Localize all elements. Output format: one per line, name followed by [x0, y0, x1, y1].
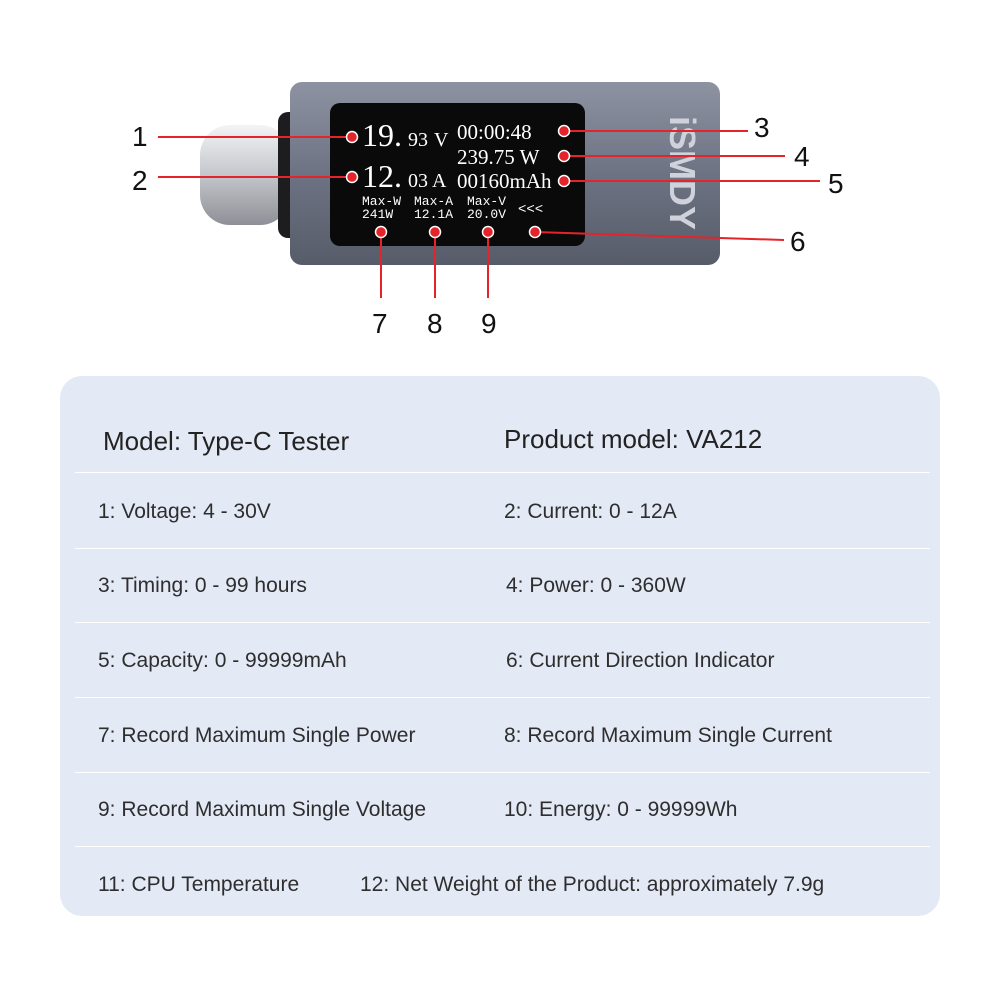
spec-item-timing: 3: Timing: 0 - 99 hours — [98, 574, 307, 597]
callout-dot-7 — [374, 225, 388, 239]
callout-dot-9 — [481, 225, 495, 239]
callout-number-5: 5 — [828, 168, 844, 199]
callout-number-1: 1 — [132, 121, 148, 152]
spec-item-direction: 6: Current Direction Indicator — [506, 649, 775, 672]
callout-dot-8 — [428, 225, 442, 239]
callout-number-9: 9 — [481, 308, 497, 339]
spec-item-capacity: 5: Capacity: 0 - 99999mAh — [98, 649, 347, 672]
row-divider — [75, 548, 930, 549]
callout-dot-5 — [557, 174, 571, 188]
max-a-label: Max-A — [414, 194, 454, 209]
current-main: 12. — [362, 158, 402, 194]
row-divider — [75, 697, 930, 698]
callout-line-6 — [534, 231, 785, 241]
model-label: Model: Type-C Tester — [103, 426, 350, 456]
timer-readout: 00:00:48 — [457, 120, 532, 144]
callout-dot-2 — [345, 170, 359, 184]
callout-dot-4 — [557, 149, 571, 163]
spec-card: Model: Type-C Tester Product model: VA21… — [60, 376, 940, 916]
direction-indicator: <<< — [518, 202, 544, 218]
max-a-value: 12.1A — [414, 207, 454, 222]
spec-item-energy: 10: Energy: 0 - 99999Wh — [504, 798, 738, 821]
callout-dot-1 — [345, 130, 359, 144]
callout-number-3: 3 — [754, 112, 770, 143]
product-model-label: Product model: VA212 — [504, 424, 763, 454]
callout-dot-6 — [528, 225, 542, 239]
spec-item-cpu-temperature: 11: CPU Temperature — [98, 873, 300, 896]
spec-item-current: 2: Current: 0 - 12A — [504, 500, 677, 523]
spec-item-net-weight: 12: Net Weight of the Product: approxima… — [360, 873, 825, 896]
power-readout: 239.75 W — [457, 145, 540, 169]
max-v-label: Max-V — [467, 194, 507, 209]
brand-logo: iSMDY — [662, 116, 703, 230]
usb-c-plug — [200, 125, 290, 225]
usb-tester-illustration: iSMDY — [158, 82, 820, 298]
max-w-label: Max-W — [362, 194, 402, 209]
callout-number-7: 7 — [372, 308, 388, 339]
spec-item-max-current: 8: Record Maximum Single Current — [504, 724, 832, 747]
screen-bezel — [330, 103, 585, 246]
spec-item-max-power: 7: Record Maximum Single Power — [98, 724, 416, 747]
spec-item-power: 4: Power: 0 - 360W — [506, 574, 686, 597]
callout-number-2: 2 — [132, 165, 148, 196]
spec-item-max-voltage: 9: Record Maximum Single Voltage — [98, 798, 426, 821]
spec-item-voltage: 1: Voltage: 4 - 30V — [98, 500, 271, 523]
current-decimal: 03 — [408, 170, 428, 192]
max-v-value: 20.0V — [467, 207, 507, 222]
max-w-value: 241W — [362, 207, 394, 222]
callout-number-8: 8 — [427, 308, 443, 339]
callout-number-6: 6 — [790, 226, 806, 257]
voltage-main: 19. — [362, 117, 402, 153]
row-divider — [75, 472, 930, 473]
current-unit: A — [432, 170, 447, 192]
voltage-unit: V — [434, 129, 449, 151]
row-divider — [75, 772, 930, 773]
callout-number-4: 4 — [794, 141, 810, 172]
row-divider — [75, 622, 930, 623]
voltage-decimal: 93 — [408, 129, 428, 151]
callout-dot-3 — [557, 124, 571, 138]
product-figure: iSMDY 19. 93 V 12. 03 A — [0, 0, 1000, 360]
row-divider — [75, 846, 930, 847]
capacity-readout: 00160mAh — [457, 169, 552, 193]
